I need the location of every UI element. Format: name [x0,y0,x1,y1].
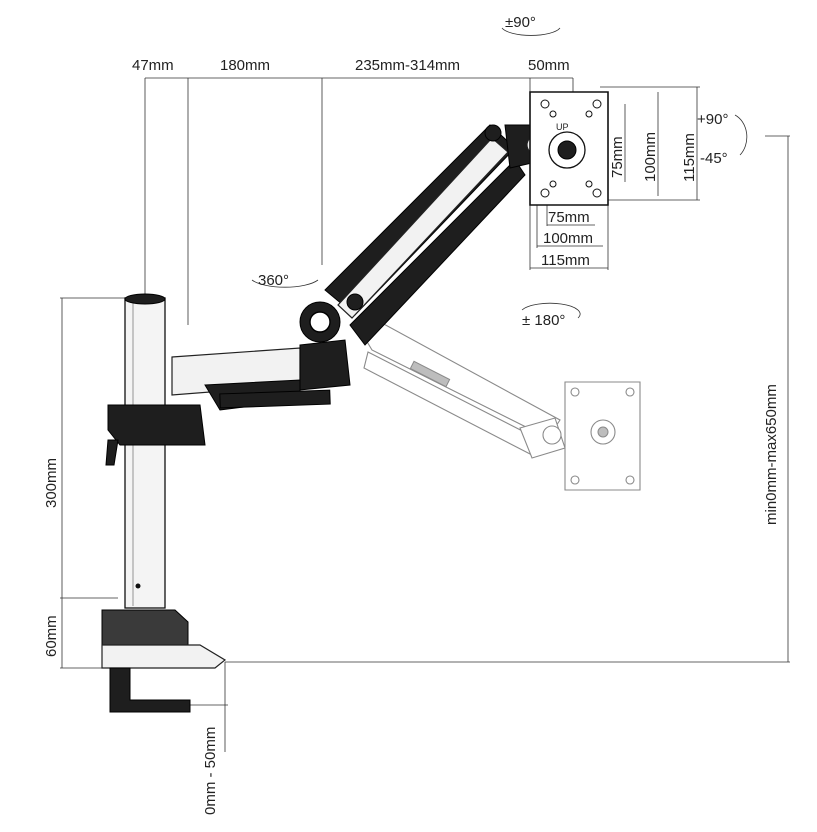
vesa-height-115-label: 115mm [681,133,698,182]
ghost-arm [359,321,566,459]
rotation-arrows [251,27,748,319]
vesa-plate: UP [529,91,609,206]
rotate-arm-label: 360° [258,272,289,289]
base-height-label: 60mm [43,615,60,657]
pole-collar [105,404,206,466]
dimension-labels: ±90° 47mm 180mm 235mm-314mm 50mm +90° -4… [43,14,780,815]
vesa-height-75-label: 75mm [609,136,626,178]
tilt-down-label: -45° [700,150,728,167]
vesa-height-100-label: 100mm [642,132,659,182]
upper-arm [299,124,526,346]
width-235-314-label: 235mm-314mm [355,57,460,74]
vesa-width-100-label: 100mm [543,230,593,247]
desk-clamp [101,609,227,713]
plate-up-label: UP [556,122,569,132]
pole-height-label: 300mm [43,458,60,508]
vesa-width-75-label: 75mm [548,209,590,226]
pole [124,293,166,609]
tilt-up-label: +90° [697,111,728,128]
ghost-vesa-plate [564,381,641,491]
rotate-head-label: ± 180° [522,312,565,329]
height-range-label: min0mm-max650mm [763,384,780,525]
clamp-range-label: 0mm - 50mm [202,727,219,815]
width-47-label: 47mm [132,57,174,74]
rotate-top-label: ±90° [505,14,536,31]
width-50-label: 50mm [528,57,570,74]
dimension-lines [60,77,790,752]
width-180-label: 180mm [220,57,270,74]
vesa-width-115-label: 115mm [541,252,590,269]
lower-arm [171,339,351,411]
